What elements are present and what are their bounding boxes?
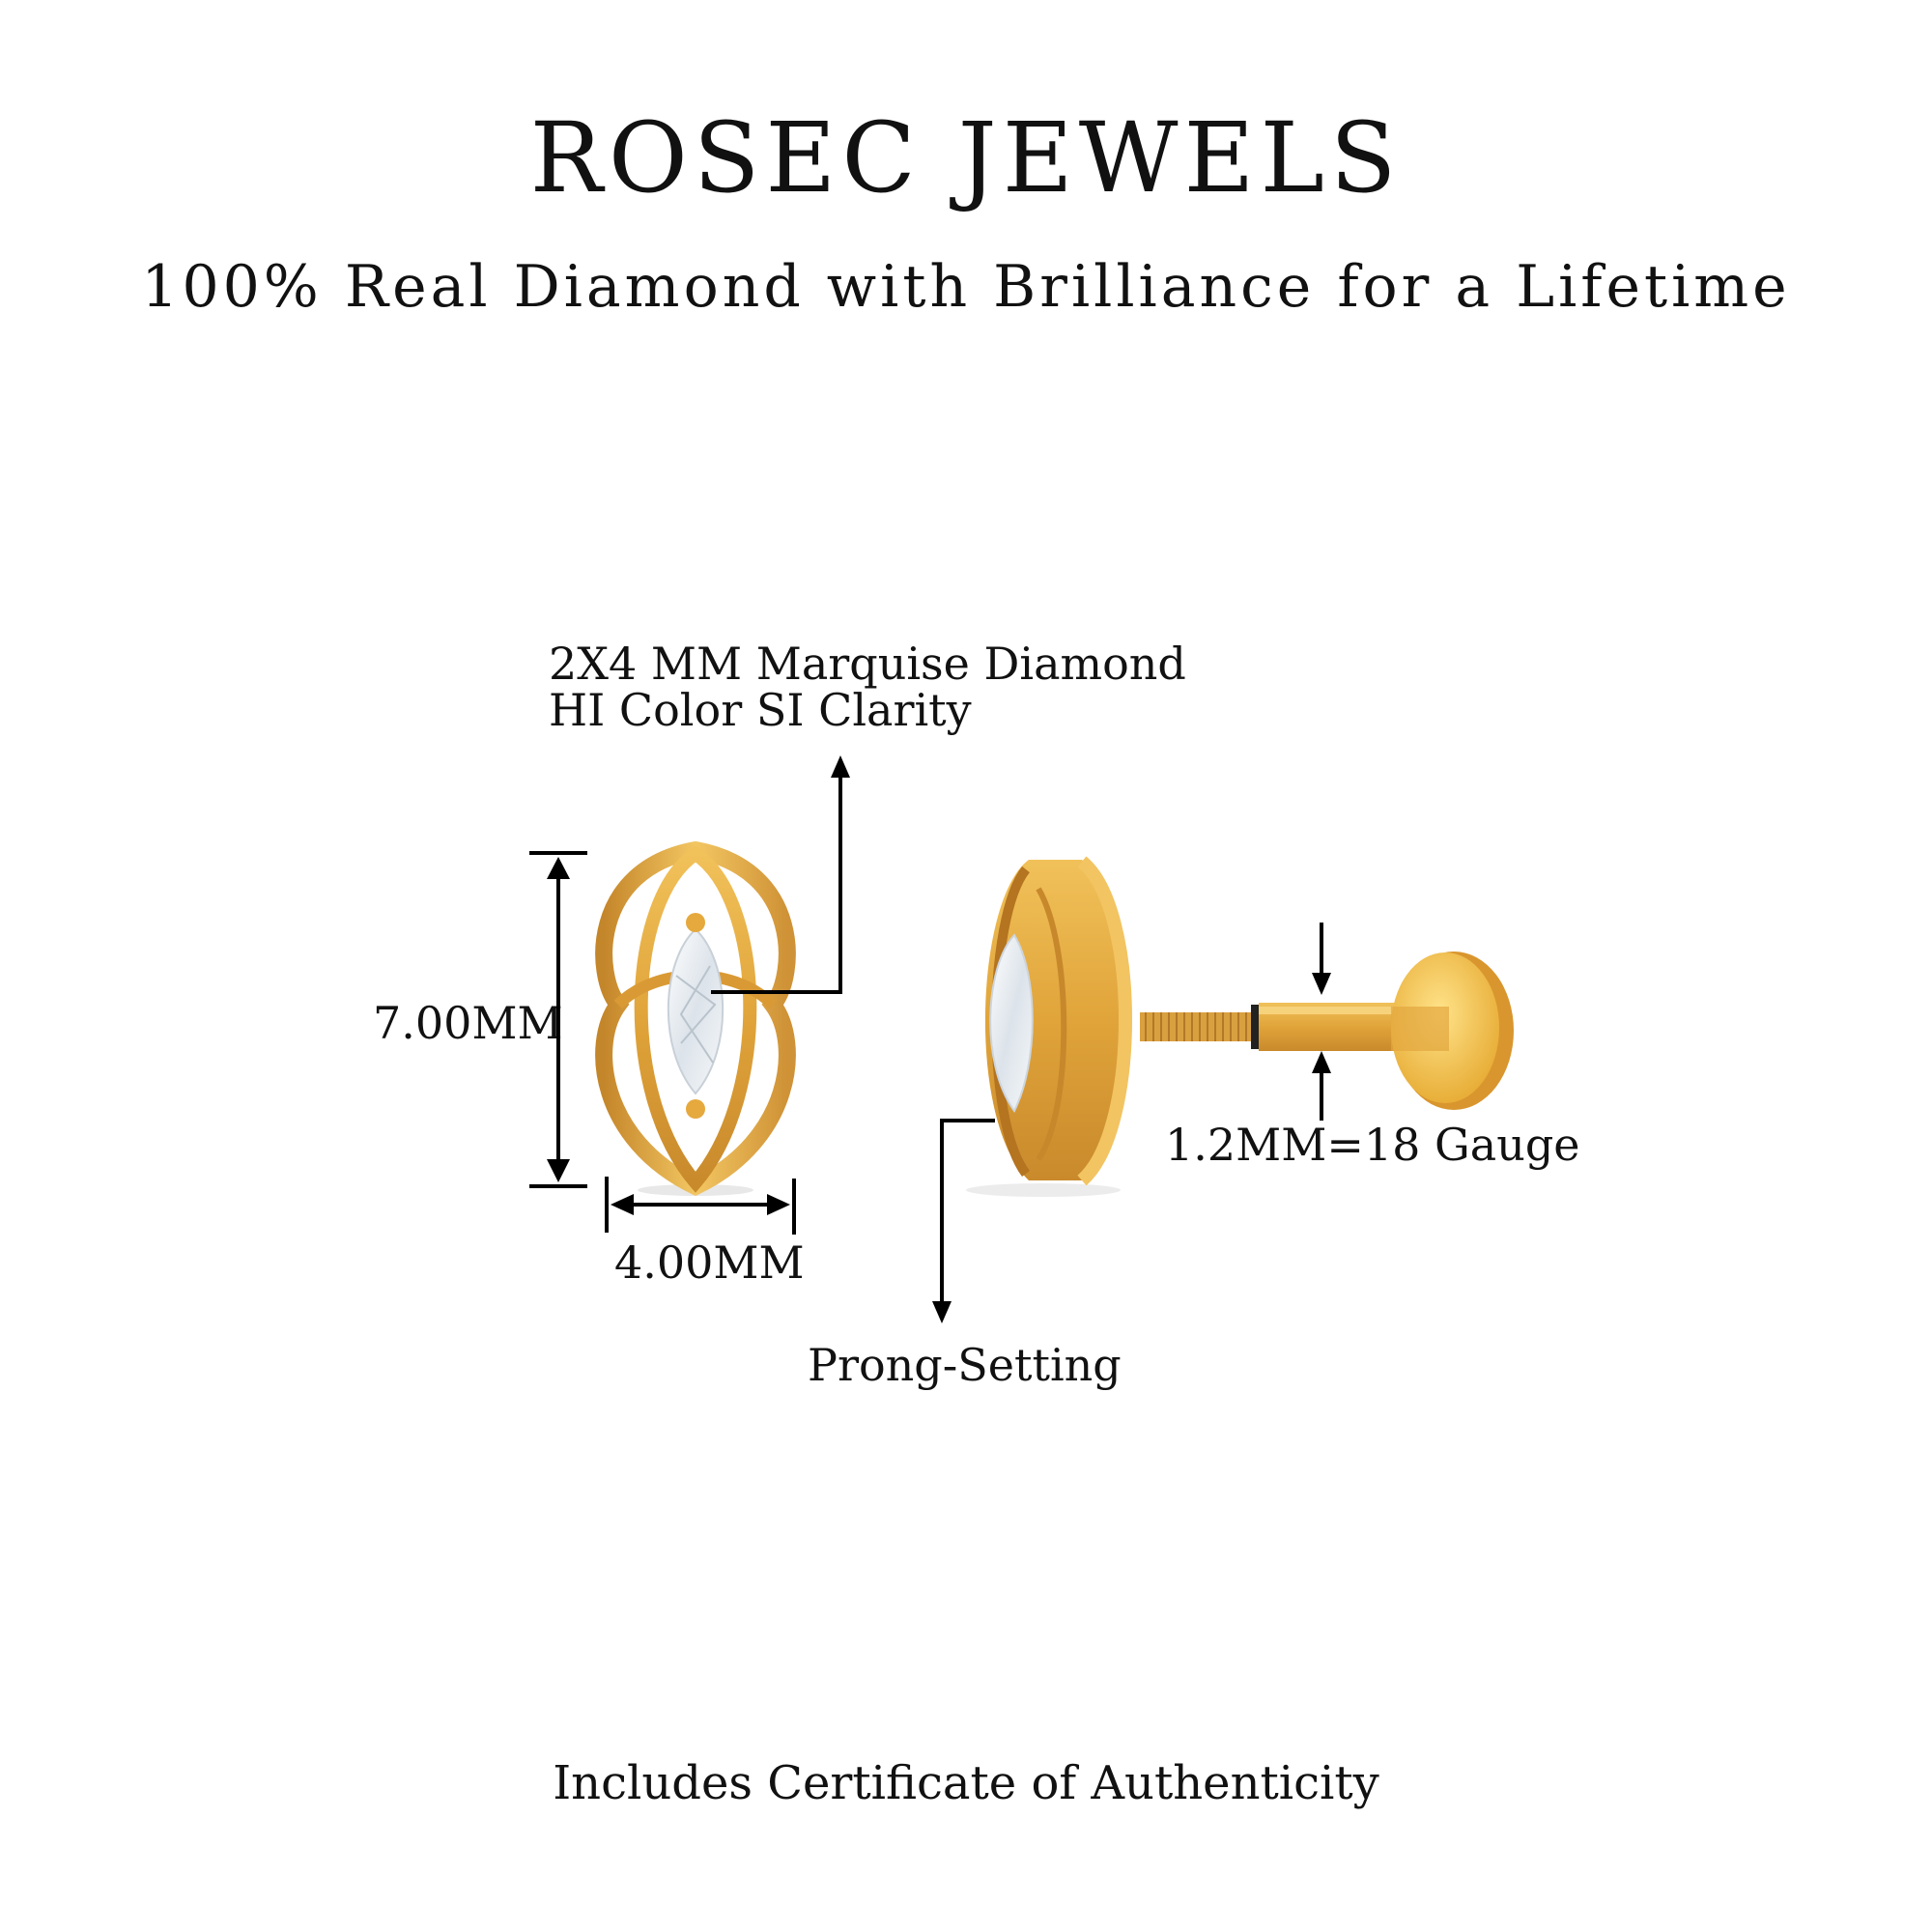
height-dimension-label: 7.00MM: [373, 997, 563, 1049]
arrow-down-icon: [1312, 973, 1331, 995]
certificate-note: Includes Certificate of Authenticity: [553, 1756, 1379, 1810]
arrow-up-icon: [831, 755, 850, 778]
arrow-up-icon: [547, 857, 570, 879]
dimension-lines: [529, 768, 1323, 1309]
arrow-heads: [547, 755, 1331, 1323]
brand-title: ROSEC JEWELS: [529, 101, 1403, 214]
arrow-right-icon: [767, 1194, 790, 1215]
diamond-spec-line2: HI Color SI Clarity: [549, 684, 972, 736]
arrow-left-icon: [611, 1194, 634, 1215]
width-dimension-label: 4.00MM: [614, 1236, 805, 1289]
arrow-down-icon: [932, 1301, 952, 1323]
prong-setting-label: Prong-Setting: [808, 1339, 1122, 1391]
gauge-label: 1.2MM=18 Gauge: [1165, 1119, 1580, 1171]
earring-front-view: [595, 840, 796, 1196]
earring-side-view: [966, 856, 1514, 1197]
arrow-up-icon: [1312, 1051, 1331, 1073]
diamond-spec-line1: 2X4 MM Marquise Diamond: [549, 638, 1186, 690]
tagline: 100% Real Diamond with Brilliance for a …: [141, 253, 1791, 321]
arrow-down-icon: [547, 1159, 570, 1182]
